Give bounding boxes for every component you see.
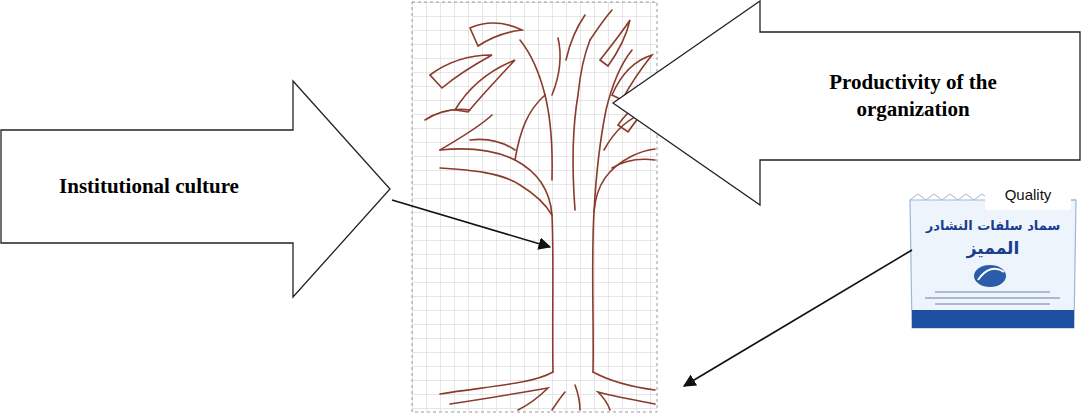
bag-body	[910, 200, 1076, 328]
tree-outline	[425, 10, 655, 410]
leader-line	[392, 200, 550, 247]
bag-arabic-text: المميز	[916, 238, 1070, 258]
fertilizer-bag	[910, 184, 1076, 328]
arrow-label: Productivity of the organization	[776, 69, 1050, 124]
branch-edge	[552, 38, 560, 95]
bag-band	[912, 310, 1074, 328]
trunk-left-edge	[440, 149, 553, 372]
block-arrow-outline	[1, 81, 390, 297]
arrow-label: Institutional culture	[59, 173, 239, 200]
text-area: Institutional culture	[8, 132, 290, 241]
paper-border	[412, 2, 657, 412]
branch-edge	[425, 109, 470, 120]
trunk-right-edge	[593, 149, 655, 372]
root-edge	[598, 392, 655, 410]
root-edge	[575, 385, 580, 410]
branch-edge	[440, 168, 552, 215]
text-area: Productivity of the organization	[768, 34, 1058, 158]
branch-edge	[566, 15, 585, 60]
grid-paper	[412, 2, 657, 412]
branch-edge	[520, 40, 545, 95]
root-edge	[593, 372, 655, 390]
bag-arabic-text: سماد سلفات النشادر	[926, 218, 1060, 233]
branch-fork	[455, 60, 515, 112]
bag-logo	[974, 265, 1006, 287]
block-arrow-shape	[612, 0, 1081, 207]
fine-print-line	[935, 304, 1050, 305]
quality-ground	[985, 184, 1071, 210]
branch-fork	[600, 20, 630, 66]
culture-block-arrow: Institutional culture	[0, 80, 392, 298]
branch-edge	[612, 159, 655, 168]
block-arrow-outline	[613, 1, 1080, 205]
bag-arabic-text: المميز	[967, 238, 1020, 258]
branch-edge	[440, 115, 492, 150]
bag-fine-print	[925, 292, 1060, 304]
branch-fork	[470, 23, 522, 46]
bag-logo-leaf	[978, 269, 1004, 280]
productivity-block-arrow: Productivity of the organization	[612, 0, 1081, 207]
branch-edge	[515, 95, 552, 180]
branch-edge	[470, 139, 515, 150]
branch-edge	[590, 10, 612, 40]
fine-print-line	[925, 298, 1060, 299]
quality-label: Quality	[988, 186, 1068, 204]
root-edge	[450, 388, 548, 410]
fine-print-line	[935, 292, 1050, 293]
branch-edge	[573, 40, 590, 210]
quality-label: Quality	[1005, 186, 1052, 203]
bag-arabic-text: سماد سلفات النشادر	[916, 216, 1070, 234]
root-edge	[552, 392, 565, 410]
branch-fork	[430, 55, 492, 88]
leader-line	[684, 250, 912, 386]
